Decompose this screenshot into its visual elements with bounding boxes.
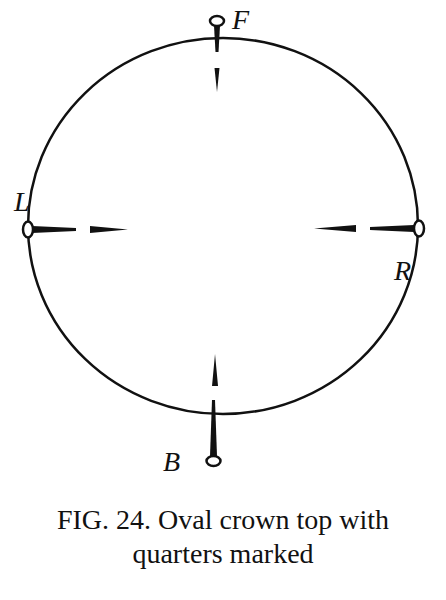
pin bbox=[210, 16, 224, 52]
quarter-letter: L bbox=[14, 188, 30, 216]
quarter-mark bbox=[314, 225, 356, 232]
quarter-mark bbox=[90, 226, 128, 233]
pin bbox=[23, 222, 76, 238]
quarter-letter: F bbox=[232, 6, 249, 34]
figure-caption: FIG. 24. Oval crown top with quarters ma… bbox=[28, 503, 418, 570]
quarter-letter: B bbox=[163, 448, 180, 476]
quarter-mark bbox=[215, 68, 220, 92]
quarter-mark bbox=[212, 354, 218, 386]
quarter-letter: R bbox=[394, 257, 411, 285]
pin bbox=[370, 221, 424, 237]
pin bbox=[207, 400, 221, 466]
oval-outline bbox=[28, 38, 418, 414]
